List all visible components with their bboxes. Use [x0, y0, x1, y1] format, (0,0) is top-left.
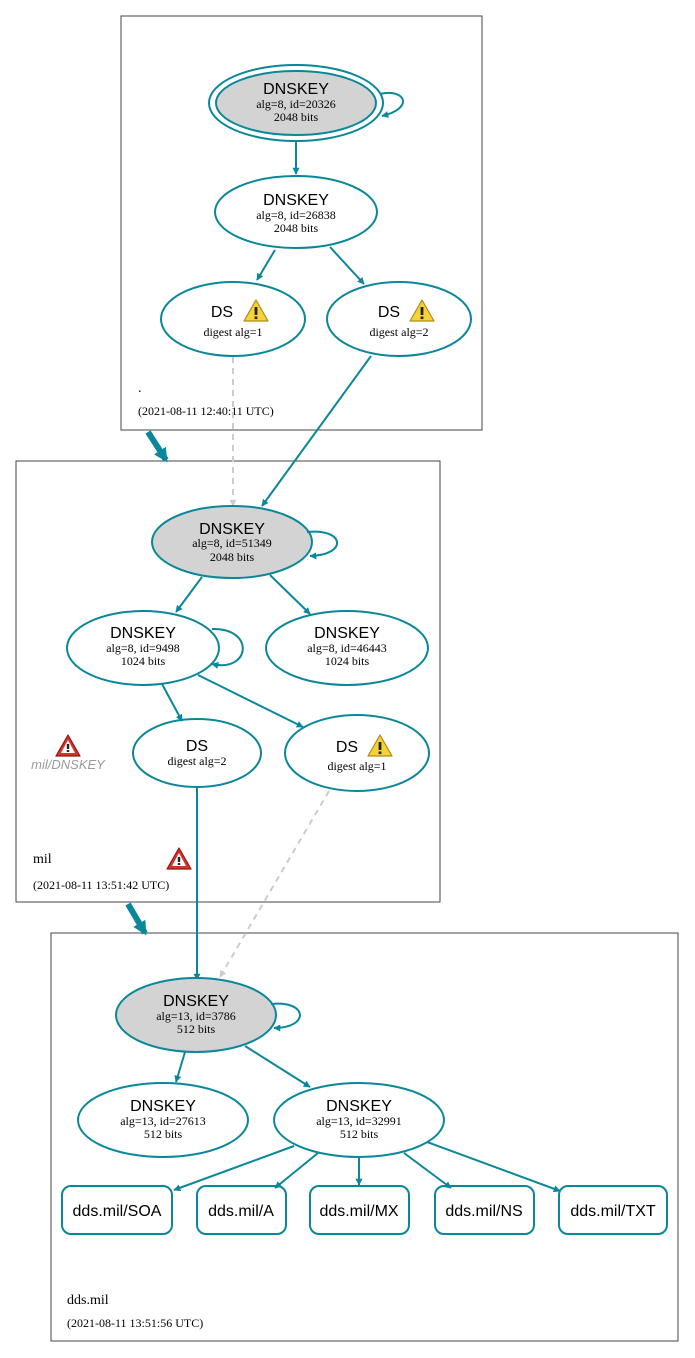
mil-ds1-dds-ksk-edge [219, 790, 330, 978]
dds-zsk2-soa-edge [173, 1145, 295, 1192]
dds-zsk2-title: DNSKEY [326, 1098, 392, 1115]
rrset-ns-label: dds.mil/NS [445, 1203, 522, 1220]
mil-dnskey-error-icon [55, 734, 81, 757]
dds-ksk-node[interactable]: DNSKEY alg=13, id=3786 512 bits [115, 977, 277, 1053]
mil-zsk2-title: DNSKEY [314, 625, 380, 642]
zone-dds-box [50, 932, 679, 1342]
rrset-soa-label: dds.mil/SOA [73, 1203, 162, 1220]
root-ksk-alg: alg=8, id=20326 [256, 97, 336, 111]
root-ds2-mil-ksk-edge [261, 355, 372, 507]
rrset-ns[interactable]: dds.mil/NS [434, 1185, 535, 1235]
dds-ksk-alg: alg=13, id=3786 [156, 1009, 236, 1023]
rrset-txt-label: dds.mil/TXT [570, 1203, 656, 1220]
dds-zsk1-bits: 512 bits [144, 1127, 183, 1141]
mil-ksk-bits: 2048 bits [210, 550, 255, 564]
rrset-mx[interactable]: dds.mil/MX [309, 1185, 410, 1235]
mil-zsk2-node[interactable]: DNSKEY alg=8, id=46443 1024 bits [265, 610, 429, 686]
root-ksk-node[interactable]: DNSKEY alg=8, id=20326 2048 bits [208, 64, 384, 142]
root-ksk-selfsign-edge [379, 91, 404, 118]
root-zsk-ds2-edge [329, 246, 365, 285]
dds-zsk2-alg: alg=13, id=32991 [316, 1114, 402, 1128]
zone-dds-time: (2021-08-11 13:51:56 UTC) [67, 1316, 203, 1330]
root-ksk-title: DNSKEY [263, 81, 329, 98]
mil-ds1-node[interactable]: DS digest alg=1 [284, 714, 430, 792]
root-ds2-digest: digest alg=2 [369, 325, 428, 339]
mil-zsk1-title: DNSKEY [110, 625, 176, 642]
root-ds1-title: DS [211, 304, 233, 321]
root-zsk-bits: 2048 bits [274, 221, 319, 235]
root-ds1-node[interactable]: DS digest alg=1 [160, 281, 306, 357]
root-zsk-title: DNSKEY [263, 192, 329, 209]
mil-ds2-node[interactable]: DS digest alg=2 [132, 718, 262, 788]
dds-zsk2-node[interactable]: DNSKEY alg=13, id=32991 512 bits [273, 1082, 445, 1158]
mil-ds2-digest: digest alg=2 [167, 754, 226, 768]
root-ds2-title: DS [378, 304, 400, 321]
root-zsk-ds1-edge [256, 249, 276, 281]
mil-zsk1-ds2-edge [161, 683, 183, 722]
mil-zsk2-alg: alg=8, id=46443 [307, 641, 387, 655]
rrset-soa[interactable]: dds.mil/SOA [61, 1185, 173, 1235]
mil-ksk-alg: alg=8, id=51349 [192, 536, 272, 550]
zone-mil-time: (2021-08-11 13:51:42 UTC) [33, 878, 169, 892]
mil-ksk-zsk1-edge [175, 576, 203, 613]
mil-ksk-zsk2-edge [269, 574, 311, 615]
mil-zsk1-selfsign-edge [211, 627, 244, 669]
dds-ksk-zsk1-edge [174, 1051, 186, 1083]
mil-ksk-selfsign-edge [306, 530, 338, 560]
delegation-mil-dds [125, 902, 148, 936]
mil-zsk1-alg: alg=8, id=9498 [106, 641, 180, 655]
root-zsk-node[interactable]: DNSKEY alg=8, id=26838 2048 bits [214, 175, 378, 249]
zone-root-time: (2021-08-11 12:40:11 UTC) [138, 404, 274, 418]
dds-ksk-title: DNSKEY [163, 993, 229, 1010]
mil-zsk1-ds1-edge [197, 674, 304, 728]
delegation-root-mil [145, 430, 169, 463]
mil-ds2-title: DS [186, 738, 208, 755]
dds-zsk1-alg: alg=13, id=27613 [120, 1114, 206, 1128]
dds-zsk2-bits: 512 bits [340, 1127, 379, 1141]
mil-ds1-title: DS [336, 739, 358, 756]
mil-ksk-title: DNSKEY [199, 521, 265, 538]
rrset-txt[interactable]: dds.mil/TXT [558, 1185, 668, 1235]
mil-dnskey-error-label: mil/DNSKEY [31, 757, 106, 772]
rrset-mx-label: dds.mil/MX [319, 1203, 398, 1220]
dds-ksk-bits: 512 bits [177, 1022, 216, 1036]
dds-ksk-zsk2-edge [244, 1045, 311, 1088]
zone-mil-box [15, 460, 441, 903]
zone-root-name: . [138, 381, 142, 396]
dds-zsk2-ns-edge [403, 1152, 452, 1189]
root-ds1-digest: digest alg=1 [203, 325, 262, 339]
mil-ds1-digest: digest alg=1 [327, 759, 386, 773]
dds-zsk2-a-edge [274, 1152, 319, 1189]
zone-dds-name: dds.mil [67, 1293, 109, 1308]
mil-zsk1-bits: 1024 bits [121, 654, 166, 668]
rrset-a-label: dds.mil/A [208, 1203, 274, 1220]
root-ds2-node[interactable]: DS digest alg=2 [326, 281, 472, 357]
dds-zsk1-title: DNSKEY [130, 1098, 196, 1115]
root-zsk-alg: alg=8, id=26838 [256, 208, 336, 222]
mil-zsk1-node[interactable]: DNSKEY alg=8, id=9498 1024 bits [66, 610, 220, 686]
mil-zsk2-bits: 1024 bits [325, 654, 370, 668]
dds-zsk1-node[interactable]: DNSKEY alg=13, id=27613 512 bits [77, 1082, 249, 1158]
zone-mil-error-icon [166, 847, 192, 870]
zone-mil-name: mil [33, 852, 52, 867]
rrset-a[interactable]: dds.mil/A [196, 1185, 287, 1235]
zone-root-box [120, 15, 483, 431]
mil-ksk-node[interactable]: DNSKEY alg=8, id=51349 2048 bits [151, 505, 313, 579]
mil-dnskey-error: mil/DNSKEY [31, 734, 106, 772]
root-ksk-bits: 2048 bits [274, 110, 319, 124]
dds-ksk-selfsign-edge [270, 1002, 301, 1032]
dds-zsk2-txt-edge [426, 1141, 561, 1193]
